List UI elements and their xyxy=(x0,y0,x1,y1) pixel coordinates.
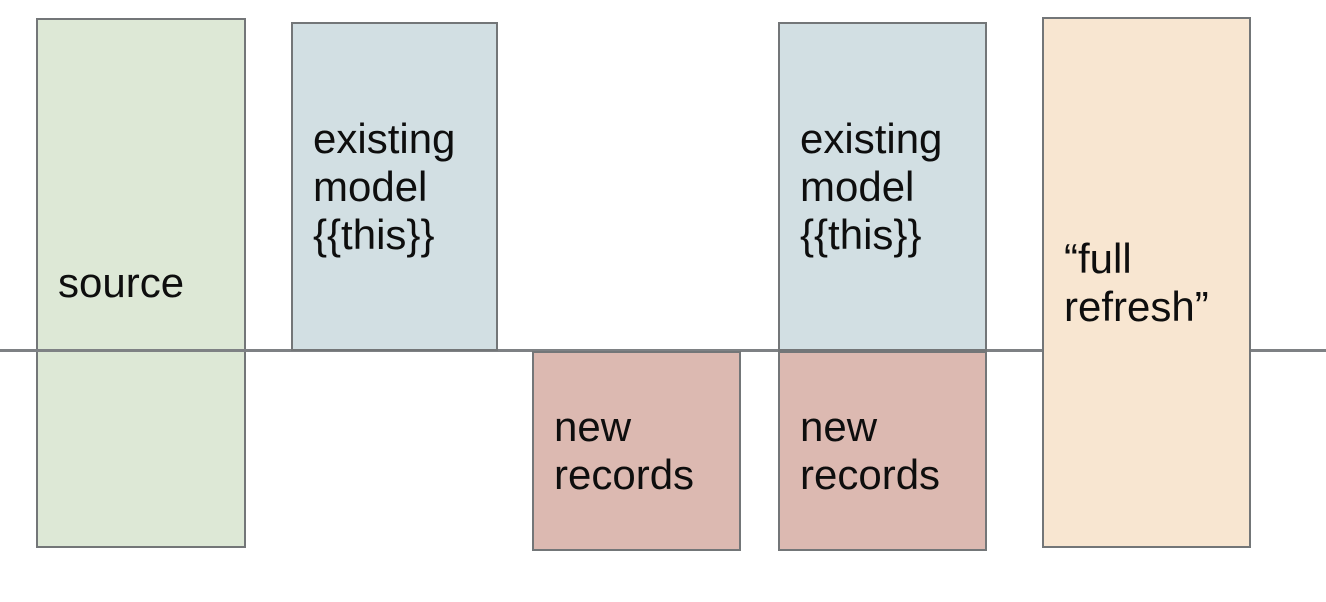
new-records-box-1-label: new records xyxy=(554,403,695,498)
existing-model-box-1: existing model {{this}} xyxy=(291,22,498,351)
new-records-box-2-label: new records xyxy=(800,403,941,498)
existing-model-box-2-label: existing model {{this}} xyxy=(800,114,943,258)
full-refresh-box-label: “full refresh” xyxy=(1064,234,1209,330)
new-records-box-1: new records xyxy=(532,351,741,551)
timeline-divider-line xyxy=(0,349,1326,352)
existing-model-box-1-label: existing model {{this}} xyxy=(313,114,456,258)
existing-model-box-2: existing model {{this}} xyxy=(778,22,987,351)
full-refresh-box: “full refresh” xyxy=(1042,17,1251,548)
source-box: source xyxy=(36,18,246,548)
source-box-label: source xyxy=(58,259,185,306)
new-records-box-2: new records xyxy=(778,351,987,551)
